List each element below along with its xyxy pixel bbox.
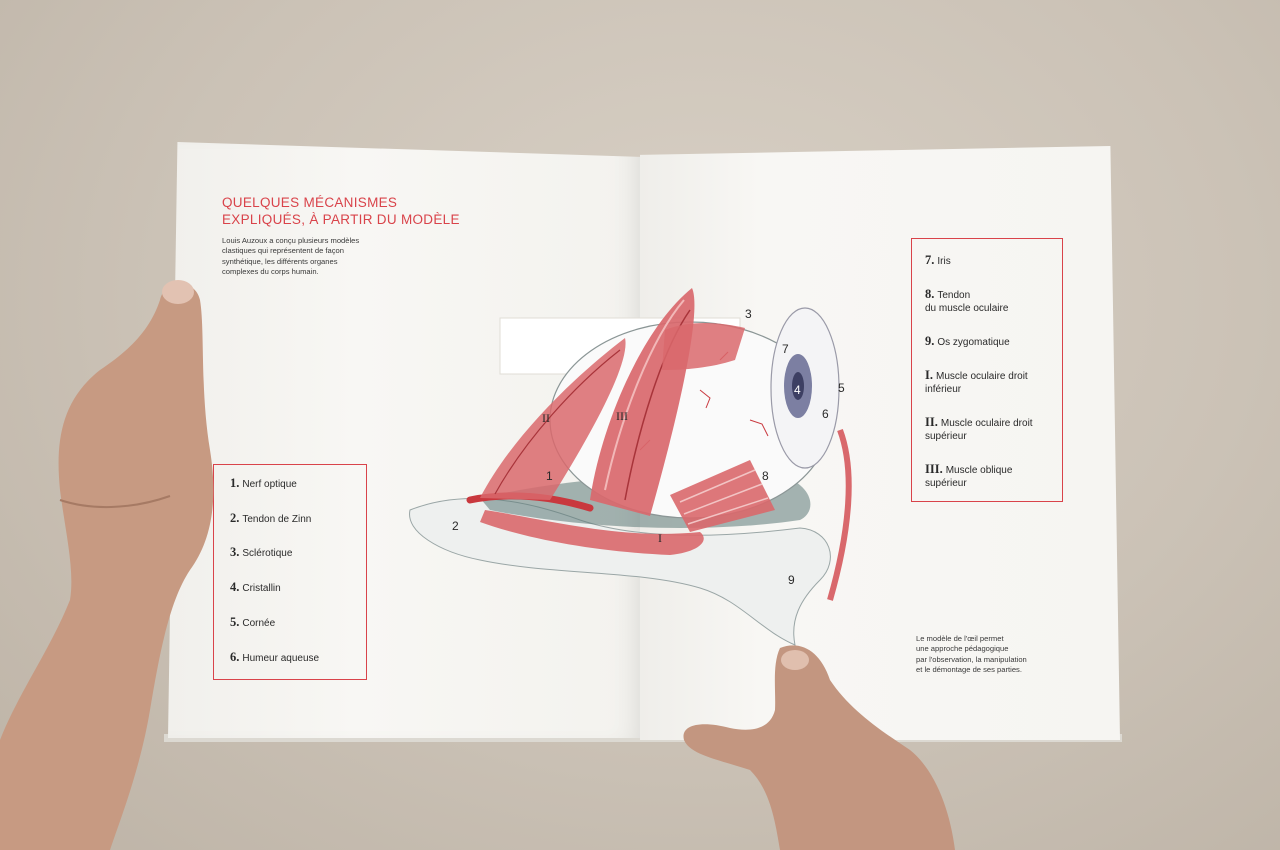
outro-line: et le démontage de ses parties. xyxy=(916,665,1022,675)
label-2: 2 xyxy=(452,519,459,533)
eye-popup-illustration: 1 2 3 4 5 6 7 8 9 I II III xyxy=(409,288,852,646)
label-III: III xyxy=(616,409,628,423)
legend-item: III.Muscle oblique supérieur xyxy=(925,463,1012,490)
label-7: 7 xyxy=(782,342,789,356)
label-I: I xyxy=(658,531,662,545)
label-3: 3 xyxy=(745,307,752,321)
legend-item: 6.Humeur aqueuse xyxy=(230,651,319,665)
legend-label-2: supérieur xyxy=(925,478,967,489)
legend-number: 9. xyxy=(925,334,935,348)
legend-item: 3.Sclérotique xyxy=(230,546,292,560)
legend-label: Cornée xyxy=(242,618,276,629)
muscle-fiber xyxy=(604,299,685,491)
legend-label-2: du muscle oculaire xyxy=(925,303,1009,314)
legend-item: II.Muscle oculaire droit supérieur xyxy=(925,416,1033,443)
legend-number: 1. xyxy=(230,476,240,490)
outro-line: par l'observation, la manipulation xyxy=(916,654,1027,664)
legend-label: Humeur aqueuse xyxy=(242,653,320,664)
legend-number: 2. xyxy=(230,511,240,525)
legend-number: 5. xyxy=(230,615,240,629)
label-II: II xyxy=(542,411,550,425)
thumbnail xyxy=(781,650,809,670)
right-hand-skin xyxy=(683,645,955,850)
pupil xyxy=(792,372,804,400)
muscle-lower xyxy=(480,510,704,555)
legend-label: Muscle oblique xyxy=(945,465,1013,476)
legend-number: 3. xyxy=(230,545,240,559)
legend-label: Iris xyxy=(937,256,951,267)
title-line-1: QUELQUES MÉCANISMES xyxy=(222,195,398,210)
legend-number: 4. xyxy=(230,580,240,594)
right-hand xyxy=(683,645,955,850)
page-title: QUELQUES MÉCANISMES EXPLIQUÉS, À PARTIR … xyxy=(222,194,522,228)
tendon-fiber xyxy=(679,469,769,525)
legend-label: Muscle oculaire droit xyxy=(936,371,1028,382)
legend-item: 7.Iris xyxy=(925,254,951,268)
label-9: 9 xyxy=(788,573,795,587)
tendon-band xyxy=(670,460,775,532)
legend-label: Tendon de Zinn xyxy=(242,514,312,525)
legend-right: 7.Iris 8.Tendon du muscle oculaire 9.Os z… xyxy=(911,238,1063,502)
legend-left: 1.Nerf optique 2.Tendon de Zinn 3.Scléro… xyxy=(213,464,367,680)
legend-number: 7. xyxy=(925,253,935,267)
legend-number: I. xyxy=(925,368,933,382)
legend-label: Muscle oculaire droit xyxy=(940,418,1033,429)
outro-line: une approche pédagogique xyxy=(916,644,1009,654)
vessel-lines xyxy=(639,351,769,451)
muscle-top xyxy=(662,323,745,370)
right-tendon xyxy=(827,428,852,601)
label-8: 8 xyxy=(762,469,769,483)
legend-item: 2.Tendon de Zinn xyxy=(230,512,311,526)
legend-label: Sclérotique xyxy=(242,548,293,559)
left-hand-skin xyxy=(0,283,214,850)
title-line-2: EXPLIQUÉS, À PARTIR DU MODÈLE xyxy=(222,212,460,227)
legend-number: III. xyxy=(925,462,943,476)
legend-label-2: supérieur xyxy=(925,431,967,442)
label-6: 6 xyxy=(822,407,829,421)
legend-label: Os zygomatique xyxy=(937,337,1010,348)
legend-item: 1.Nerf optique xyxy=(230,477,297,491)
legend-item: 4.Cristallin xyxy=(230,581,281,595)
thumbnail xyxy=(162,280,194,304)
left-hand xyxy=(0,280,214,850)
legend-label: Cristallin xyxy=(242,583,281,594)
legend-item: 5.Cornée xyxy=(230,616,275,630)
legend-item: I.Muscle oculaire droit inférieur xyxy=(925,369,1028,396)
legend-item: 9.Os zygomatique xyxy=(925,335,1010,349)
intro-paragraph: Louis Auzoux a conçu plusieurs modèles c… xyxy=(222,236,360,277)
muscle-fiber xyxy=(494,349,621,495)
label-5: 5 xyxy=(838,381,845,395)
outro-line: Le modèle de l'œil permet xyxy=(916,634,1004,643)
legend-label: Tendon xyxy=(937,290,971,301)
knuckle-line xyxy=(59,495,171,509)
legend-number: 8. xyxy=(925,287,935,301)
legend-item: 8.Tendon du muscle oculaire xyxy=(925,288,1008,315)
legend-label-2: inférieur xyxy=(925,384,962,395)
label-1: 1 xyxy=(546,469,553,483)
outro-paragraph: Le modèle de l'œil permet une approche p… xyxy=(916,634,1066,676)
legend-number: II. xyxy=(925,415,938,429)
legend-label: Nerf optique xyxy=(242,479,297,490)
label-4: 4 xyxy=(794,383,801,397)
legend-number: 6. xyxy=(230,650,240,664)
